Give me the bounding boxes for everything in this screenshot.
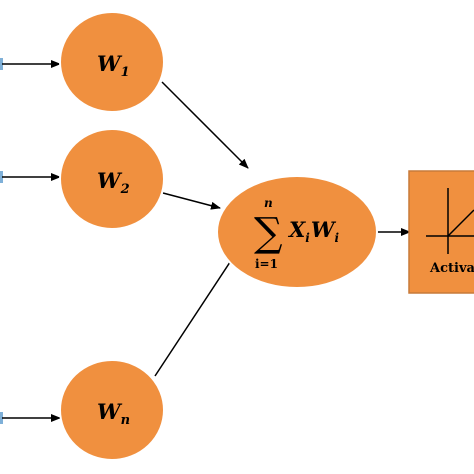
- weight-node-2: W2: [59, 128, 165, 230]
- weight-1-main: W: [97, 51, 123, 76]
- arrow-w2-to-sum: [162, 192, 221, 210]
- weight-n-sub: n: [121, 413, 130, 428]
- input-marker-n: [0, 412, 3, 424]
- sigma-symbol: ∑: [254, 210, 283, 256]
- activation-label: Activa: [429, 261, 474, 276]
- sum-term-x: X: [287, 217, 306, 242]
- activation-function-icon: [426, 188, 474, 254]
- weight-2-sub: 2: [120, 182, 130, 197]
- weight-2-main: W: [97, 168, 123, 193]
- sum-upper-limit: n: [264, 196, 273, 210]
- weight-1-sub: 1: [121, 65, 130, 80]
- sum-lower-limit: i=1: [255, 257, 278, 271]
- svg-text:Wn: Wn: [97, 399, 130, 428]
- svg-text:W1: W1: [97, 51, 130, 80]
- summation-node: n ∑ i=1 XiWi: [216, 175, 378, 289]
- sum-sub-x: i: [305, 231, 310, 245]
- sum-sub-w: i: [334, 231, 339, 245]
- svg-text:W2: W2: [97, 168, 130, 197]
- input-marker-1: [0, 58, 3, 70]
- weight-node-n: Wn: [59, 359, 165, 461]
- activation-box: Activa: [408, 170, 474, 294]
- input-arrows: [0, 58, 61, 424]
- svg-text:XiWi: XiWi: [287, 217, 339, 245]
- arrow-w1-to-sum: [161, 81, 249, 169]
- weight-n-main: W: [97, 399, 123, 424]
- arrow-wn-to-sum: [154, 249, 239, 377]
- sum-term-w: W: [311, 217, 337, 242]
- weight-node-1: W1: [59, 11, 165, 113]
- weight-connections: [154, 81, 249, 377]
- input-marker-2: [0, 171, 3, 183]
